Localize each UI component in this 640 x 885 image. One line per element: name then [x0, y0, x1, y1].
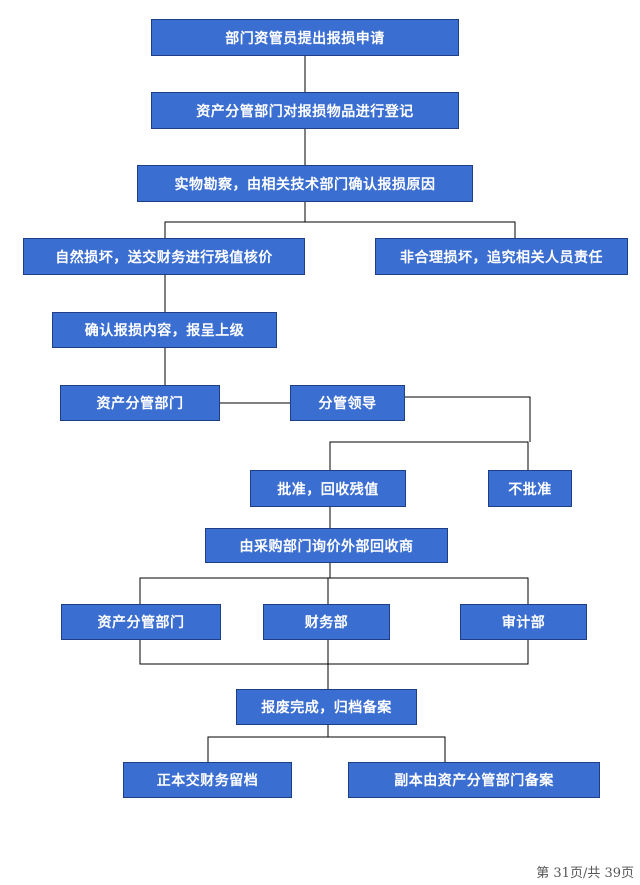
node-reject: 不批准: [488, 470, 572, 507]
node-copy-asset-dept: 副本由资产分管部门备案: [348, 762, 600, 798]
node-leader: 分管领导: [290, 385, 405, 421]
node-finance: 财务部: [263, 604, 390, 640]
connector-three-dept-bottom: [139, 640, 529, 665]
node-confirm-report: 确认报损内容，报呈上级: [52, 312, 277, 348]
node-unreasonable-damage: 非合理损坏，追究相关人员责任: [375, 238, 628, 275]
node-natural-damage: 自然损坏，送交财务进行残值核价: [23, 238, 305, 275]
node-scrap-complete: 报废完成，归档备案: [236, 689, 417, 725]
node-purchase-inquiry: 由采购部门询价外部回收商: [205, 528, 448, 563]
node-inspect: 实物勘察，由相关技术部门确认报损原因: [137, 165, 473, 202]
page-number: 第 31页/共 39页: [536, 866, 634, 881]
node-asset-dept-1: 资产分管部门: [60, 385, 220, 421]
node-apply: 部门资管员提出报损申请: [151, 19, 459, 56]
connector-three-dept-top: [139, 577, 529, 604]
node-register: 资产分管部门对报损物品进行登记: [151, 92, 459, 129]
connector-leader-split: [405, 396, 531, 442]
connector-final-bar: [207, 736, 446, 762]
connector-split-bar: [164, 221, 516, 238]
node-asset-dept-2: 资产分管部门: [61, 604, 221, 640]
node-original-finance: 正本交财务留档: [123, 762, 292, 798]
node-approve: 批准，回收残值: [250, 470, 406, 507]
connector-approve-reject-bar: [329, 441, 529, 470]
node-audit: 审计部: [460, 604, 587, 640]
